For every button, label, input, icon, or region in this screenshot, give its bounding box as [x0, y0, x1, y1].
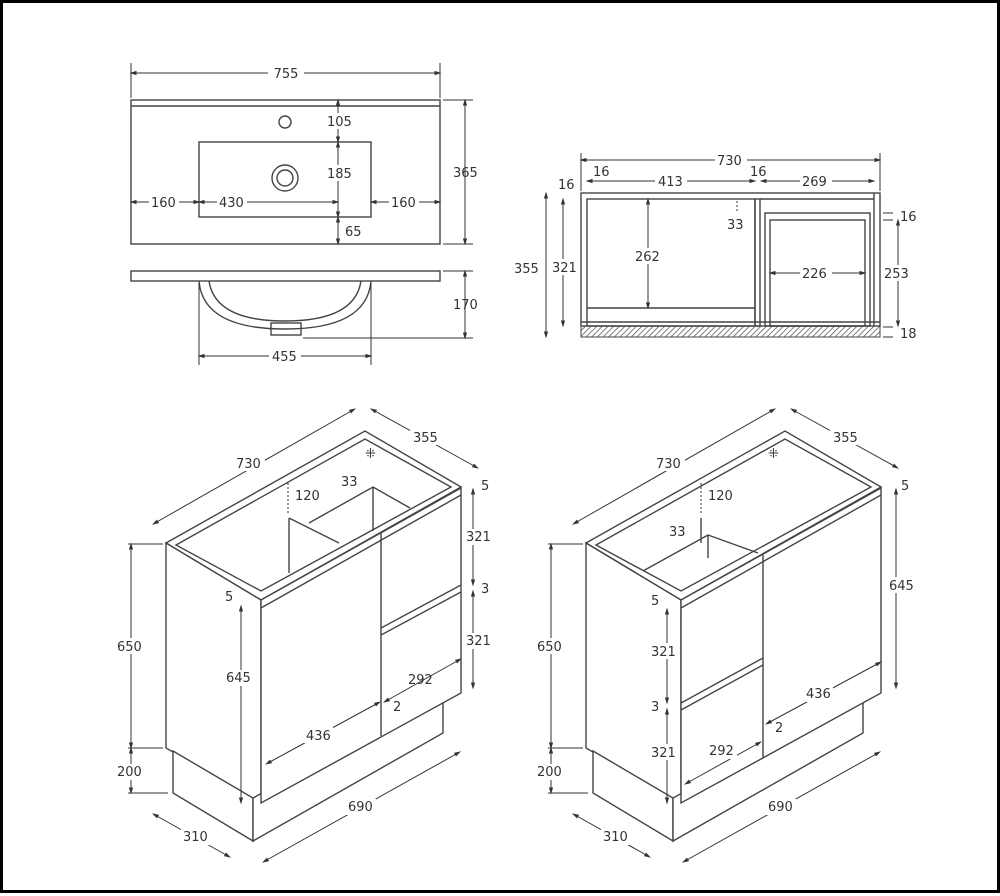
drain-icon [271, 164, 299, 192]
dim-kick-depth: 310 [603, 830, 628, 845]
dim-right-bay: 269 [802, 175, 827, 190]
dim-front-margin: 65 [345, 225, 362, 240]
dim-split-gap: 2 [393, 700, 401, 715]
dim-section-height: 355 [514, 262, 539, 277]
dim-kick-depth: 310 [183, 830, 208, 845]
basin-plan-view: 755 365 105 185 65 160 430 160 [129, 63, 478, 246]
dim-bowl-height: 170 [453, 298, 478, 313]
dim-section-width: 455 [272, 350, 297, 365]
dim-width: 730 [656, 457, 681, 472]
dim-offset: 33 [727, 218, 744, 233]
dim-gap-top: 5 [481, 479, 489, 494]
basin-section-view: 170 455 [130, 269, 478, 365]
dim-drawer-width: 292 [709, 744, 734, 759]
dim-depth: 355 [833, 431, 858, 446]
dim-left-opening: 262 [635, 250, 660, 265]
dim-door-height: 645 [889, 579, 914, 594]
dim-drawer1: 321 [466, 530, 491, 545]
dim-kick-width: 690 [348, 800, 373, 815]
dim-split-gap: 2 [775, 721, 783, 736]
cabinet-section-view: 730 16 413 16 269 16 355 321 262 33 226 … [514, 152, 917, 342]
dim-right-margin: 160 [391, 196, 416, 211]
dim-h-inner: 120 [708, 489, 733, 504]
plinth-hatch [580, 325, 881, 338]
dim-bowl-width: 430 [219, 196, 244, 211]
dim-drawer-top: 16 [900, 210, 917, 225]
iso-view-right: ⁜ 730 355 5 120 33 645 650 200 5 321 3 3… [535, 408, 918, 863]
dim-section-width: 730 [717, 154, 742, 169]
dim-offset: 33 [341, 475, 358, 490]
dim-door-height: 645 [226, 671, 251, 686]
dim-width: 755 [274, 67, 299, 82]
dim-width: 730 [236, 457, 261, 472]
dim-height: 650 [537, 640, 562, 655]
dim-base: 18 [900, 327, 917, 342]
bracket-icon: ⁜ [365, 447, 376, 462]
dim-left-panel: 16 [593, 165, 610, 180]
dim-door-width: 436 [306, 729, 331, 744]
dim-drawer2: 321 [466, 634, 491, 649]
dim-h-inner: 120 [295, 489, 320, 504]
tap-hole-icon [278, 115, 292, 129]
dim-drawer-gap: 3 [651, 700, 659, 715]
bracket-icon: ⁜ [768, 447, 779, 462]
dim-drawer-width: 292 [408, 673, 433, 688]
dim-door-width: 436 [806, 687, 831, 702]
dim-top-panel: 16 [558, 178, 575, 193]
dim-drawer2: 321 [651, 746, 676, 761]
dim-gap-top: 5 [901, 479, 909, 494]
dim-inner-height: 321 [552, 261, 577, 276]
dim-kick: 200 [117, 765, 142, 780]
technical-drawing: 755 365 105 185 65 160 430 160 170 455 [115, 63, 918, 863]
dim-kick-width: 690 [768, 800, 793, 815]
dim-bowl-depth: 185 [327, 167, 352, 182]
dim-left-margin: 160 [151, 196, 176, 211]
dim-depth: 365 [453, 166, 478, 181]
dim-tap-offset: 105 [327, 115, 352, 130]
dim-depth: 355 [413, 431, 438, 446]
dim-door-gap: 5 [225, 590, 233, 605]
dim-height: 650 [117, 640, 142, 655]
dim-kick: 200 [537, 765, 562, 780]
dim-mid-panel: 16 [750, 165, 767, 180]
dim-drawer-height: 253 [884, 267, 909, 282]
dim-left-bay: 413 [658, 175, 683, 190]
dim-drawer-width: 226 [802, 267, 827, 282]
dim-offset: 33 [669, 525, 686, 540]
iso-view-left: ⁜ 730 355 5 120 33 321 3 321 650 200 5 6… [115, 408, 495, 863]
dim-drawer-gap: 3 [481, 582, 489, 597]
dim-door-gap: 5 [651, 594, 659, 609]
dim-drawer1: 321 [651, 645, 676, 660]
